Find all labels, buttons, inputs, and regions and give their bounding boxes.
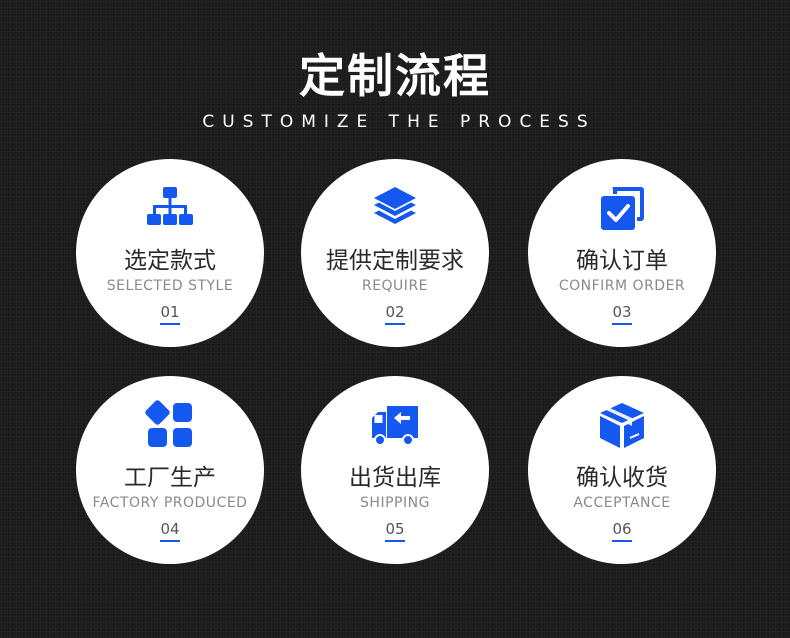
step-card-5: 出货出库 SHIPPING 05 [301, 376, 489, 564]
step-number: 03 [528, 303, 716, 325]
checkbox-stack-icon [597, 183, 647, 233]
step-card-6: 确认收货 ACCEPTANCE 06 [528, 376, 716, 564]
step-number: 01 [76, 303, 264, 325]
step-card-3: 确认订单 CONFIRM ORDER 03 [528, 159, 716, 347]
step-subtitle: REQUIRE [361, 278, 429, 294]
step-card-4: 工厂生产 FACTORY PRODUCED 04 [76, 376, 264, 564]
page-title: 定制流程 [299, 49, 491, 103]
step-title: 选定款式 [124, 248, 216, 274]
step-title: 确认订单 [576, 248, 668, 274]
delivery-truck-icon [370, 400, 420, 450]
step-subtitle: SELECTED STYLE [106, 278, 234, 294]
step-card-1: 选定款式 SELECTED STYLE 01 [76, 159, 264, 347]
step-title: 工厂生产 [124, 465, 216, 491]
step-number: 05 [301, 520, 489, 542]
step-subtitle: ACCEPTANCE [573, 495, 671, 511]
step-number: 04 [76, 520, 264, 542]
layers-icon [370, 183, 420, 233]
step-subtitle: SHIPPING [360, 495, 430, 511]
step-number: 02 [301, 303, 489, 325]
package-box-icon [597, 400, 647, 450]
step-title: 出货出库 [349, 465, 441, 491]
page-subtitle: CUSTOMIZE THE PROCESS [202, 112, 596, 132]
step-subtitle: FACTORY PRODUCED [92, 495, 248, 511]
step-title: 确认收货 [576, 465, 668, 491]
step-subtitle: CONFIRM ORDER [558, 278, 686, 294]
step-number: 06 [528, 520, 716, 542]
step-card-2: 提供定制要求 REQUIRE 02 [301, 159, 489, 347]
hierarchy-icon [145, 183, 195, 233]
grid-blocks-icon [145, 400, 195, 450]
step-title: 提供定制要求 [326, 248, 464, 274]
